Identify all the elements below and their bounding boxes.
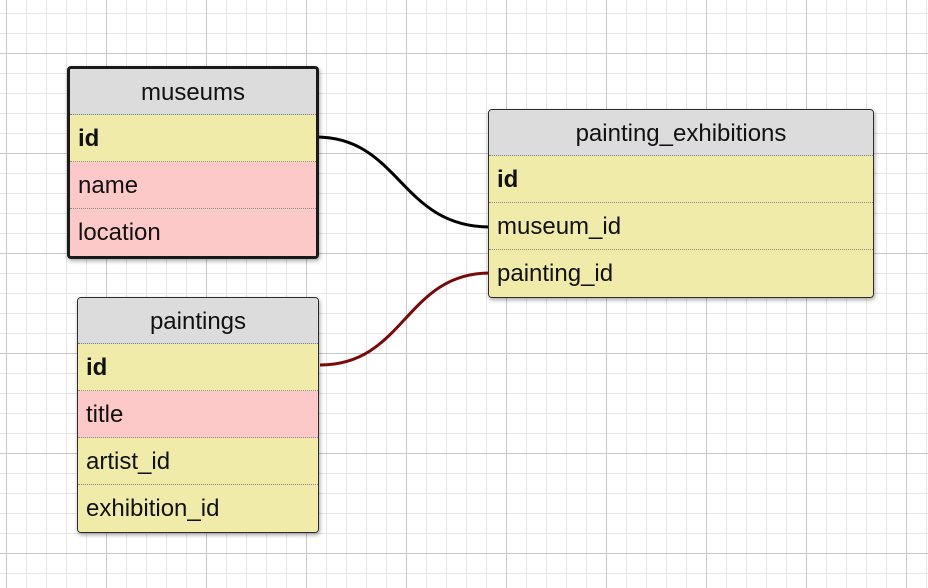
field-exhibition-id[interactable]: exhibition_id [78, 485, 318, 532]
field-name[interactable]: name [70, 162, 316, 209]
field-location[interactable]: location [70, 209, 316, 256]
table-museums[interactable]: museums id name location [67, 66, 319, 259]
table-title[interactable]: paintings [78, 298, 318, 344]
connector-museums-id-to-museum-id[interactable] [315, 135, 491, 229]
field-id[interactable]: id [70, 115, 316, 162]
table-title[interactable]: painting_exhibitions [489, 110, 873, 156]
field-museum-id[interactable]: museum_id [489, 203, 873, 250]
connector-paintings-id-to-painting-id[interactable] [319, 271, 491, 367]
field-artist-id[interactable]: artist_id [78, 438, 318, 485]
field-title[interactable]: title [78, 391, 318, 438]
table-title[interactable]: museums [70, 69, 316, 115]
field-id[interactable]: id [489, 156, 873, 203]
field-painting-id[interactable]: painting_id [489, 250, 873, 297]
field-id[interactable]: id [78, 344, 318, 391]
table-paintings[interactable]: paintings id title artist_id exhibition_… [77, 297, 319, 533]
table-painting-exhibitions[interactable]: painting_exhibitions id museum_id painti… [488, 109, 874, 298]
